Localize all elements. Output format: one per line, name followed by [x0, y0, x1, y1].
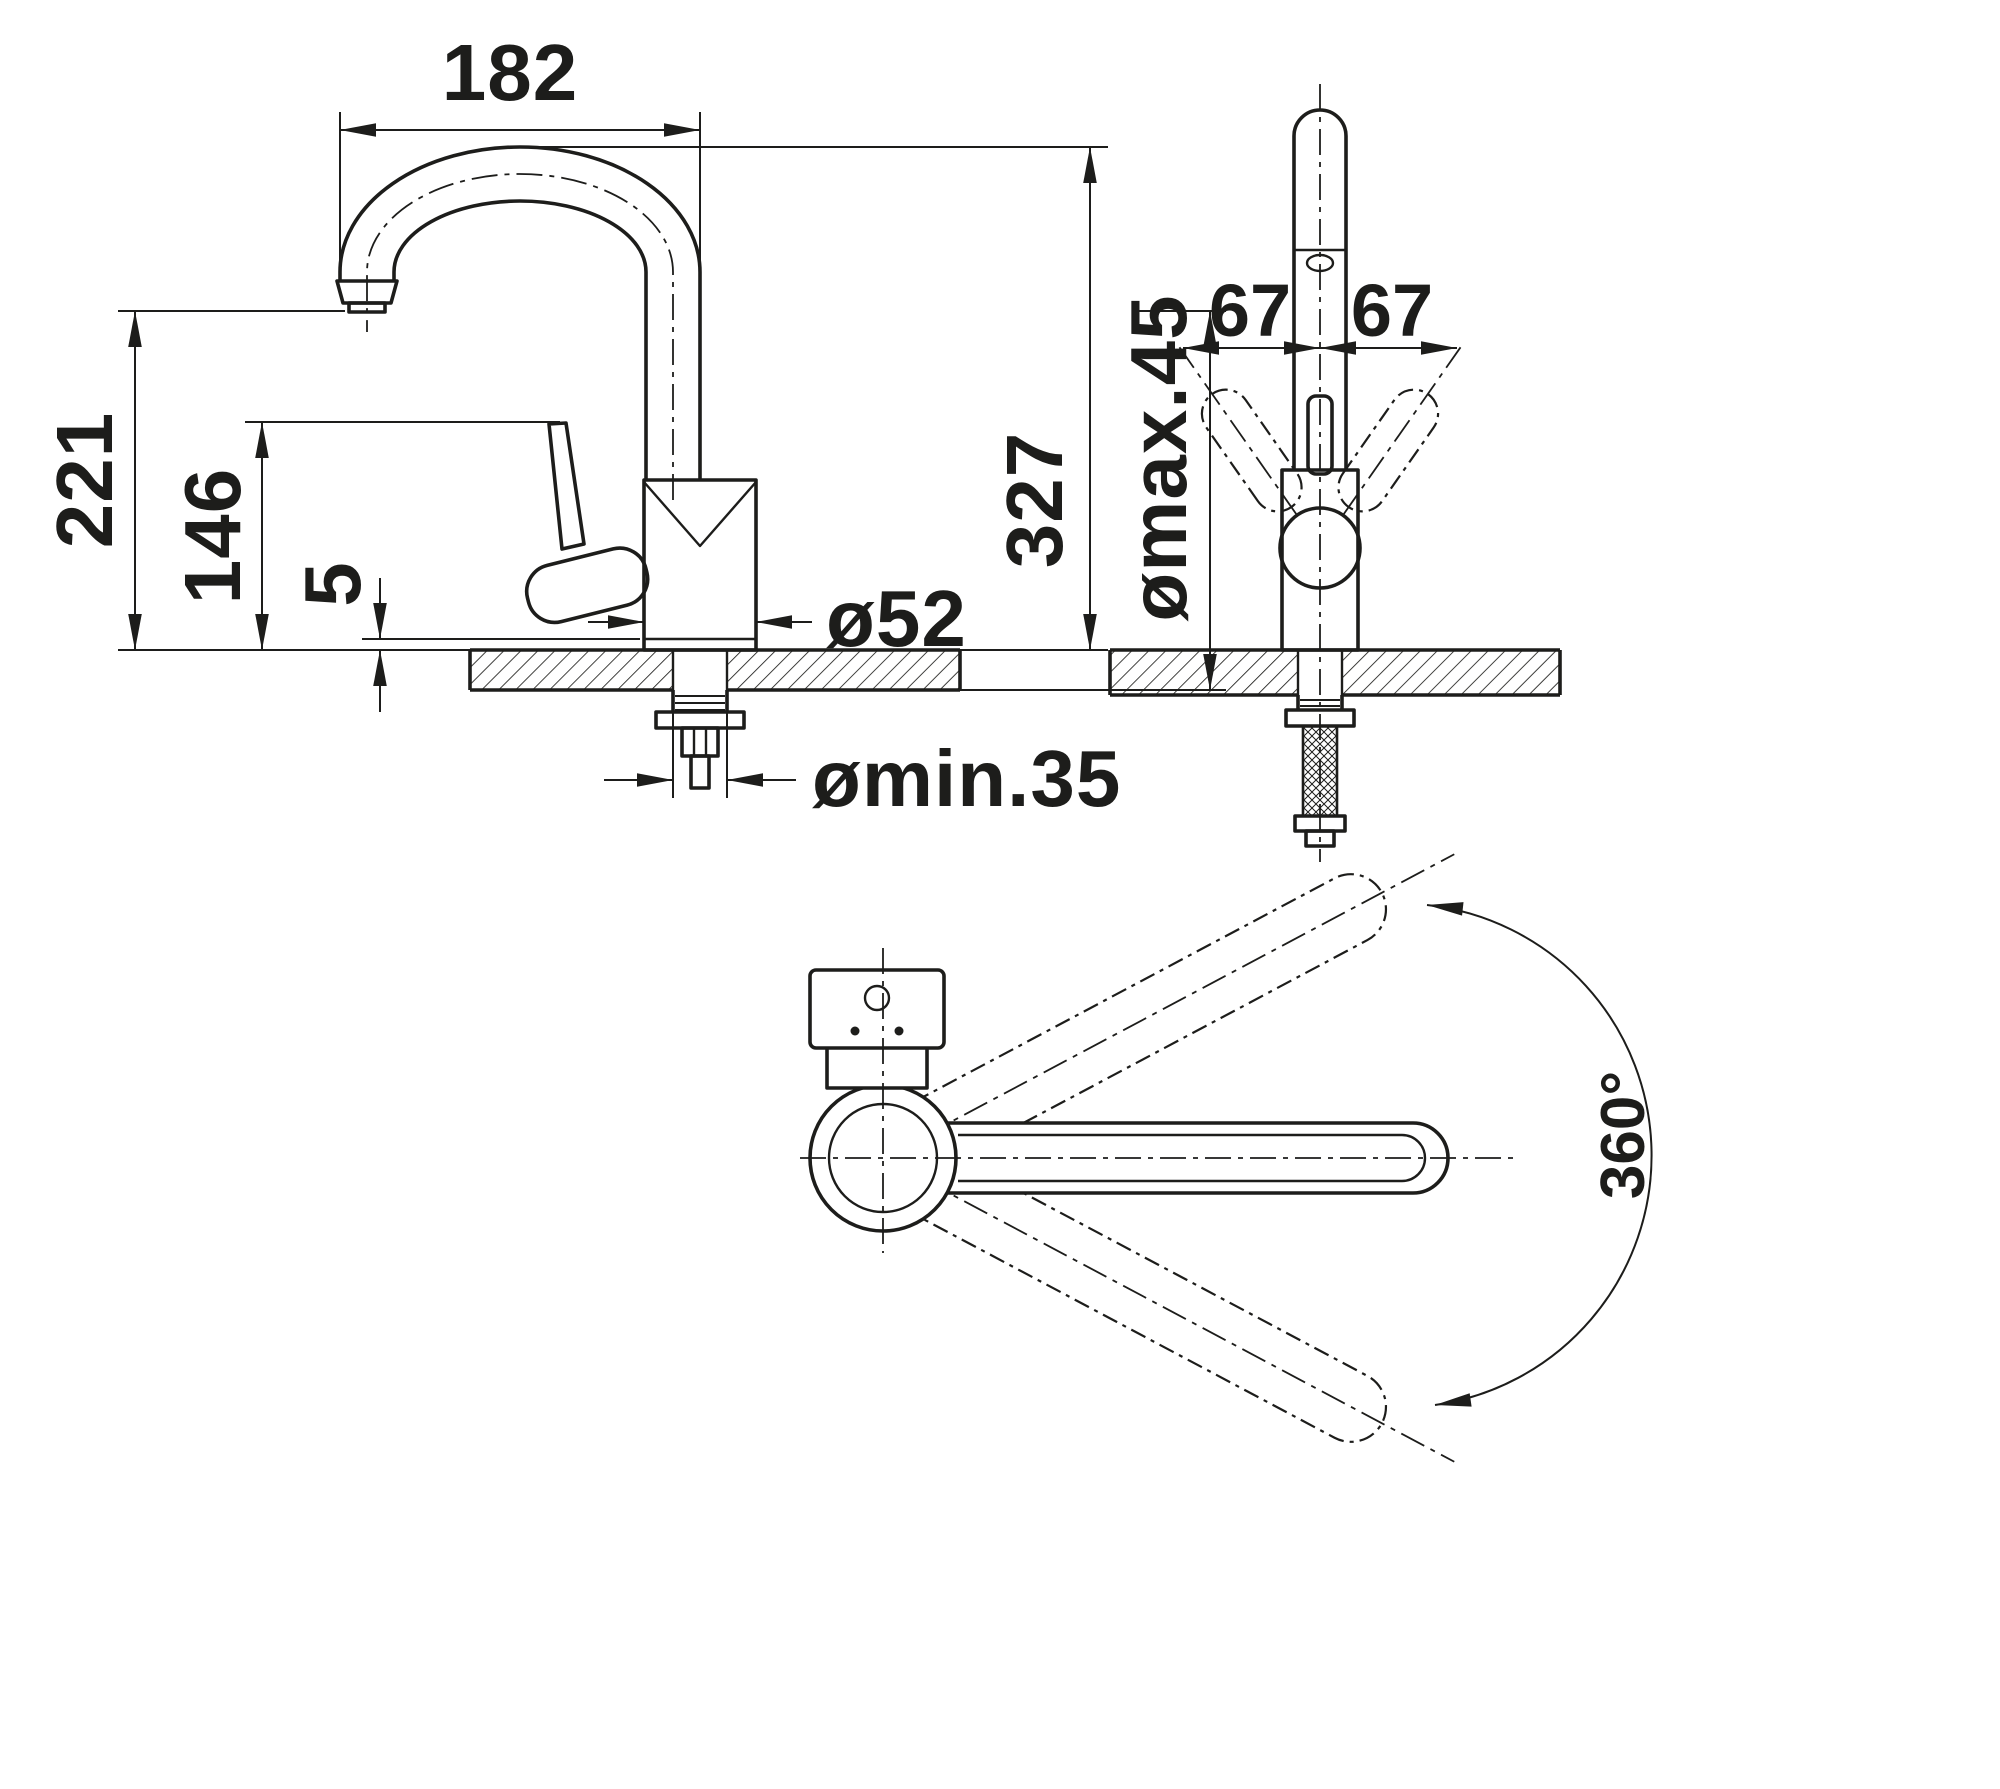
- handle-head-detail: [863, 984, 891, 1012]
- dim-label-327: 327: [990, 432, 1079, 568]
- countertop-front: [1108, 648, 1562, 697]
- dim-label-182: 182: [442, 28, 578, 117]
- dimension-handle-height: 146: [168, 421, 560, 650]
- handle-swing-right: [1337, 346, 1462, 516]
- dim-label-67-left: 67: [1209, 269, 1291, 352]
- mounting-hardware-side: [654, 690, 746, 790]
- supply-stub: [689, 754, 711, 790]
- dimension-spout-reach: 182: [339, 28, 701, 266]
- handle-lever: [524, 546, 650, 625]
- spout: [335, 145, 702, 480]
- handle-rod: [547, 421, 586, 551]
- swivel-arc: [1426, 902, 1653, 1407]
- mounting-nut: [654, 710, 746, 730]
- handle-swing-left: [1178, 346, 1303, 516]
- dimension-base-diameter: ø52: [588, 574, 967, 663]
- spout-position-upper: [885, 853, 1455, 1180]
- dim-label-67-right: 67: [1351, 269, 1433, 352]
- dim-label-146: 146: [168, 468, 257, 604]
- dim-label-omax45: ømax.45: [1114, 294, 1203, 621]
- dimension-total-height: 327: [532, 146, 1108, 651]
- dim-label-omin35: ømin.35: [812, 734, 1121, 823]
- countertop-side: [468, 648, 962, 692]
- dim-label-5: 5: [288, 561, 377, 607]
- hose-fitting-end: [1304, 829, 1336, 848]
- handle-top-view: [808, 968, 946, 1090]
- dim-label-221: 221: [40, 412, 129, 548]
- spout-outlet: [335, 279, 399, 305]
- handle-upright-front: [1306, 394, 1334, 476]
- body-chamfer-lines: [643, 481, 757, 548]
- handle: [524, 421, 650, 625]
- dim-label-360: 360°: [1589, 1071, 1658, 1199]
- faucet-body: [642, 478, 758, 652]
- front-view: 67 67: [1108, 84, 1562, 862]
- hose-connector: [680, 726, 720, 758]
- top-view: 360°: [800, 853, 1658, 1463]
- spout-centerline: [366, 173, 674, 500]
- aerator: [347, 301, 387, 314]
- dimension-handle-swing: 67 67: [1183, 269, 1457, 355]
- dimension-hole-min: ømin.35: [604, 694, 1121, 823]
- side-view: 182 221 146 5 327: [40, 28, 1226, 823]
- handle-neck: [825, 1044, 929, 1090]
- dimension-swivel-range: 360°: [1426, 902, 1658, 1407]
- dimension-spout-height: 221: [40, 310, 470, 651]
- spout-position-lower: [885, 1136, 1455, 1463]
- dimension-base-gap: 5: [288, 561, 640, 712]
- dim-label-o52: ø52: [826, 574, 967, 663]
